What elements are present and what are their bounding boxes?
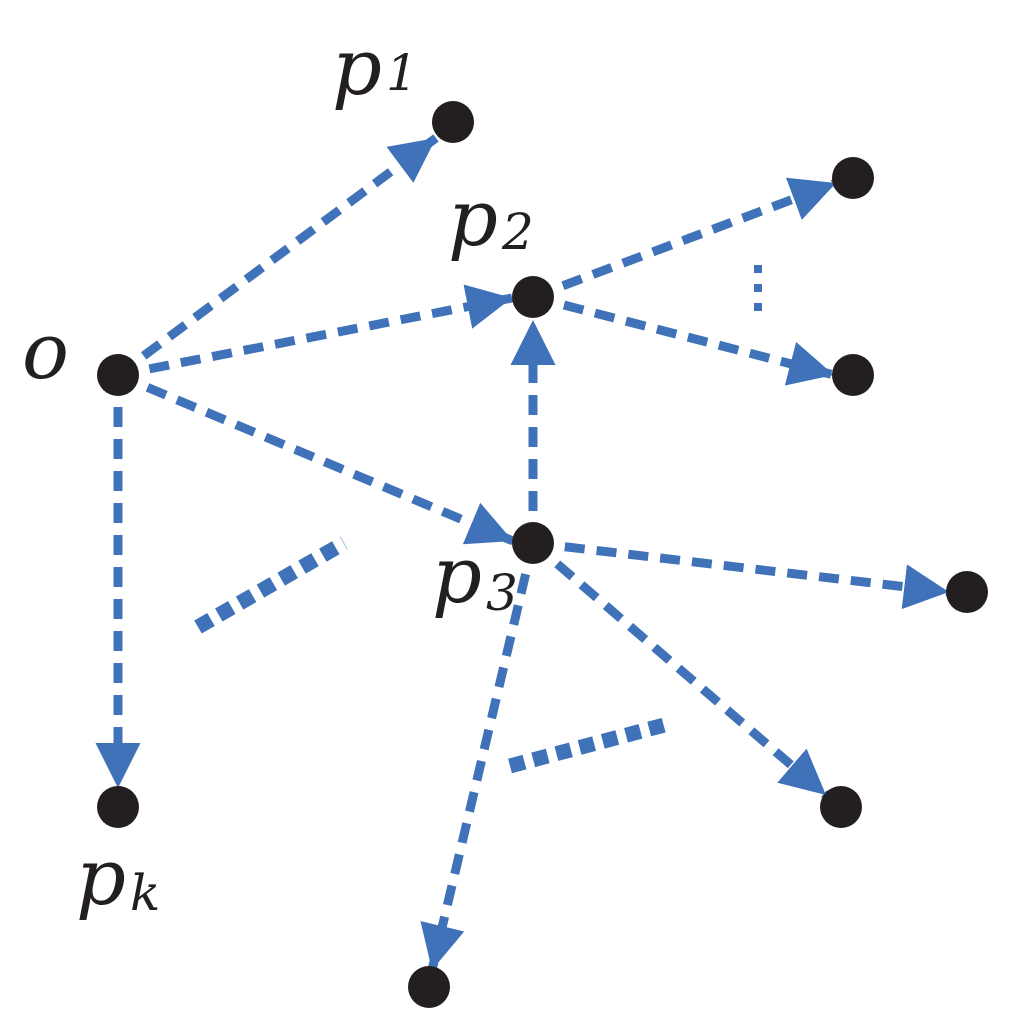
label-p2-base: p [448,174,498,264]
node-p2 [512,276,554,318]
label-pk: pk [76,833,160,923]
node-p3 [512,522,554,564]
ellipsis-mark-bottom [508,715,674,774]
edge-o-to-p1 [115,134,439,379]
ellipsis-mark-left [194,536,348,634]
edge-p2-to-upper-right [531,177,838,302]
node-pk [97,786,139,828]
node-o [97,354,139,396]
edge-p3-to-bottom [420,541,538,972]
node-bottom [408,966,450,1008]
node-lower-right [820,786,862,828]
label-p1-sub: 1 [386,44,418,102]
label-p1-base: p [332,23,382,113]
node-right [832,354,874,396]
label-pk-sub: k [130,864,160,922]
edge-p2-to-right [531,292,836,386]
label-p1: p1 [332,23,418,113]
node-far-right [946,571,988,613]
edge-o-to-p3 [116,370,515,546]
label-p2: p2 [448,174,534,264]
label-pk-base: p [76,833,126,923]
ellipsis-marks [194,265,762,774]
label-p3: p3 [432,531,518,622]
node-p1 [432,101,474,143]
node-upper-right [832,157,874,199]
label-p2-sub: 2 [501,203,534,261]
edge-p3-to-right [532,538,950,610]
edges [95,134,950,972]
label-p3-base: p [432,531,482,621]
edge-p3-to-lower-right [530,539,829,799]
edge-o-to-p2 [117,284,513,380]
label-o: o [22,307,69,397]
nodes [97,101,988,1008]
label-p3-sub: 3 [486,564,518,622]
